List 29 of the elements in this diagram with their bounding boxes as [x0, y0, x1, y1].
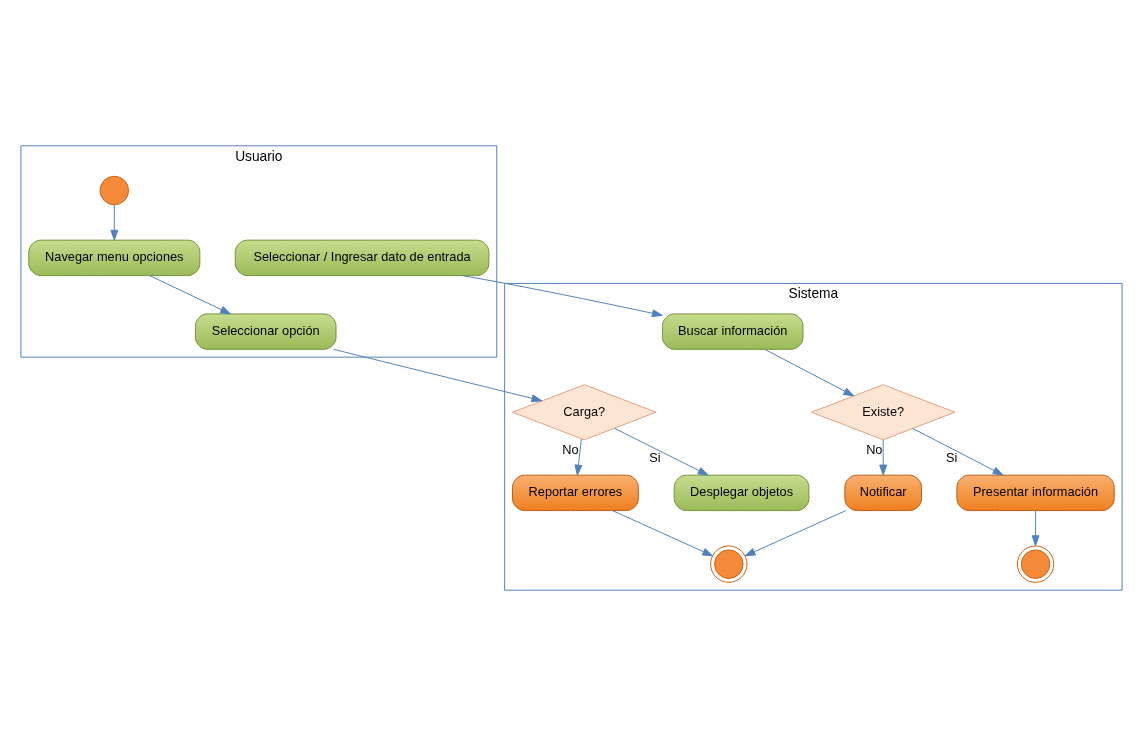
node-diamond: Carga?	[512, 383, 657, 440]
arrow	[110, 204, 119, 241]
arrow	[612, 509, 714, 556]
node-box: Presentar información	[956, 474, 1115, 511]
node-box: Seleccionar opción	[194, 312, 337, 350]
arrow	[879, 438, 888, 475]
arrow	[614, 427, 709, 476]
arrow	[333, 348, 543, 402]
node-box: Buscar información	[661, 312, 804, 350]
node-box: Seleccionar / Ingresar dato de entrada	[234, 239, 490, 276]
edge-label: No	[866, 441, 883, 457]
node-box: Notificar	[844, 474, 922, 511]
arrow	[1031, 509, 1040, 546]
arrow	[574, 438, 583, 475]
arrow	[744, 509, 847, 556]
arrow	[149, 274, 231, 314]
arrow	[912, 427, 1004, 476]
node-box: Reportar errores	[512, 474, 639, 511]
edge-label: No	[562, 441, 579, 457]
arrow	[764, 348, 855, 396]
node-circle	[99, 175, 130, 205]
node-box: Desplegar objetos	[673, 474, 810, 511]
arrow	[462, 274, 663, 317]
node-circle	[1016, 544, 1055, 583]
node-circle	[710, 544, 748, 583]
node-box: Navegar menu opciones	[28, 239, 201, 276]
edge-label: Si	[945, 449, 958, 465]
node-diamond: Existe?	[810, 383, 956, 440]
edge-label: Si	[649, 449, 661, 465]
